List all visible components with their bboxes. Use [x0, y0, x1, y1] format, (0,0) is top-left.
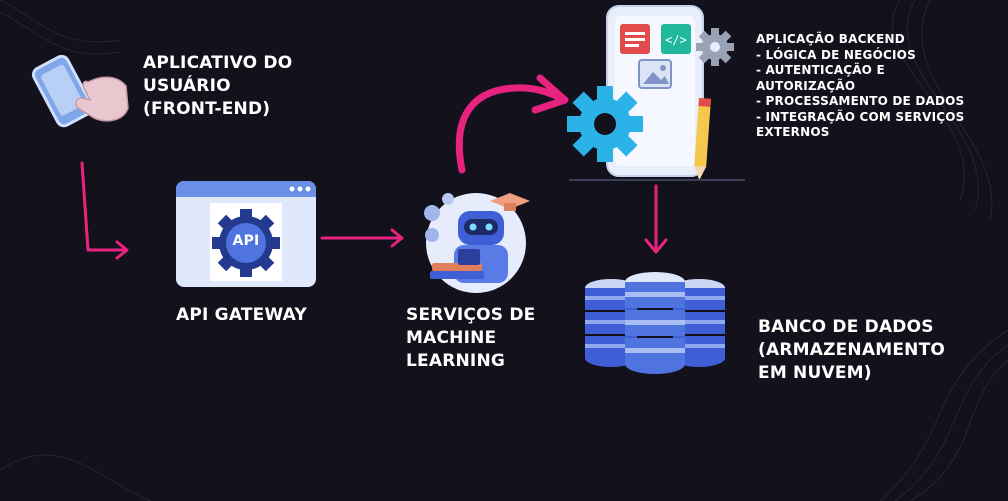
phone-tap-icon	[31, 54, 129, 128]
api-badge-text: API	[232, 233, 260, 249]
robot-learning-icon	[424, 193, 530, 293]
svg-text:</>: </>	[665, 33, 687, 47]
user-app-label: APLICATIVO DO USUÁRIO (FRONT-END)	[143, 53, 293, 119]
api-gateway-icon	[176, 181, 316, 287]
tablet-gears-icon: </>	[567, 5, 745, 181]
database-servers-icon	[585, 272, 725, 374]
database-label: BANCO DE DADOS (ARMAZENAMENTO EM NUVEM)	[758, 317, 946, 383]
ml-services-label: SERVIÇOS DE MACHINE LEARNING	[406, 305, 536, 371]
arrow-ml-to-backend	[455, 84, 564, 174]
backend-label: APLICAÇÃO BACKEND - LÓGICA DE NEGÓCIOS -…	[756, 32, 965, 139]
arrow-app-to-gateway	[80, 161, 127, 252]
api-gateway-label: API GATEWAY	[176, 305, 307, 325]
